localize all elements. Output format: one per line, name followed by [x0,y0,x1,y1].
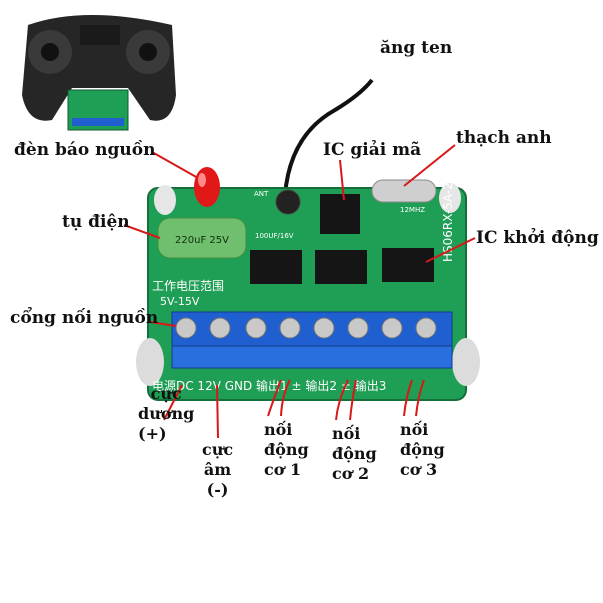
label-antenna: ăng ten [380,38,453,58]
label-decoder-ic: IC giải mã [323,140,422,160]
label-power-led: đèn báo nguồn [14,140,156,160]
label-negative-line1: cực [202,440,234,459]
label-positive-line1: cực [150,384,182,403]
label-motor3-line1: nối [400,420,429,439]
remote-controller-image [22,15,176,131]
label-motor1-line3: cơ 1 [264,460,302,479]
board-bottom-text: 电源DC 12V GND 输出1 ± 输出2 ± 输出3 [152,378,386,393]
label-motor1: nối động cơ 1 [264,420,309,480]
label-driver-ic: IC khởi động [476,228,599,248]
label-motor2-line1: nối [332,424,361,443]
power-led-icon [194,167,220,207]
label-negative-line2: âm [203,460,232,479]
label-negative: cực âm (-) [202,440,233,500]
label-capacitor: tụ điện [62,212,130,232]
driver-ic-2 [315,250,367,284]
label-motor2-line2: động [332,444,377,463]
terminal-screws [175,317,437,339]
label-motor3: nối động cơ 3 [400,420,445,480]
pointer-lines [123,144,476,439]
label-crystal: thạch anh [456,128,552,148]
label-motor1-line2: động [264,440,309,459]
label-motor3-line2: động [400,440,445,459]
board-ant-text: ANT [254,190,269,198]
capacitor-small [275,189,301,215]
label-motor2: nối động cơ 2 [332,424,377,484]
label-positive: cực dương (+) [138,384,194,444]
capacitor-big-text: 220uF 25V [175,235,229,246]
driver-ic-1 [250,250,302,284]
decoder-ic-chip [320,194,360,234]
label-negative-line3: (-) [206,480,229,499]
antenna-wire [283,78,374,196]
driver-ic-3 [382,248,434,282]
board-model-text: HS06RX-5A-2.4G [441,162,455,263]
label-motor2-line3: cơ 2 [332,464,370,483]
board-xtal-text: 12MHZ [400,206,426,214]
label-positive-line2: dương [138,404,195,423]
label-positive-line3: (+) [138,424,167,443]
pcb-board: 220uF 25V 工作电压范围 5V-15V HS06RX-5A-2.4G [136,162,480,401]
label-motor1-line1: nối [264,420,293,439]
label-power-port: cổng nối nguồn [10,308,159,328]
crystal-component [371,179,437,203]
board-cap-small-text: 100UF/16V [255,232,294,240]
board-range-cn: 工作电压范围 [152,279,224,293]
label-motor3-line3: cơ 3 [400,460,438,479]
board-range-v: 5V-15V [160,295,200,308]
